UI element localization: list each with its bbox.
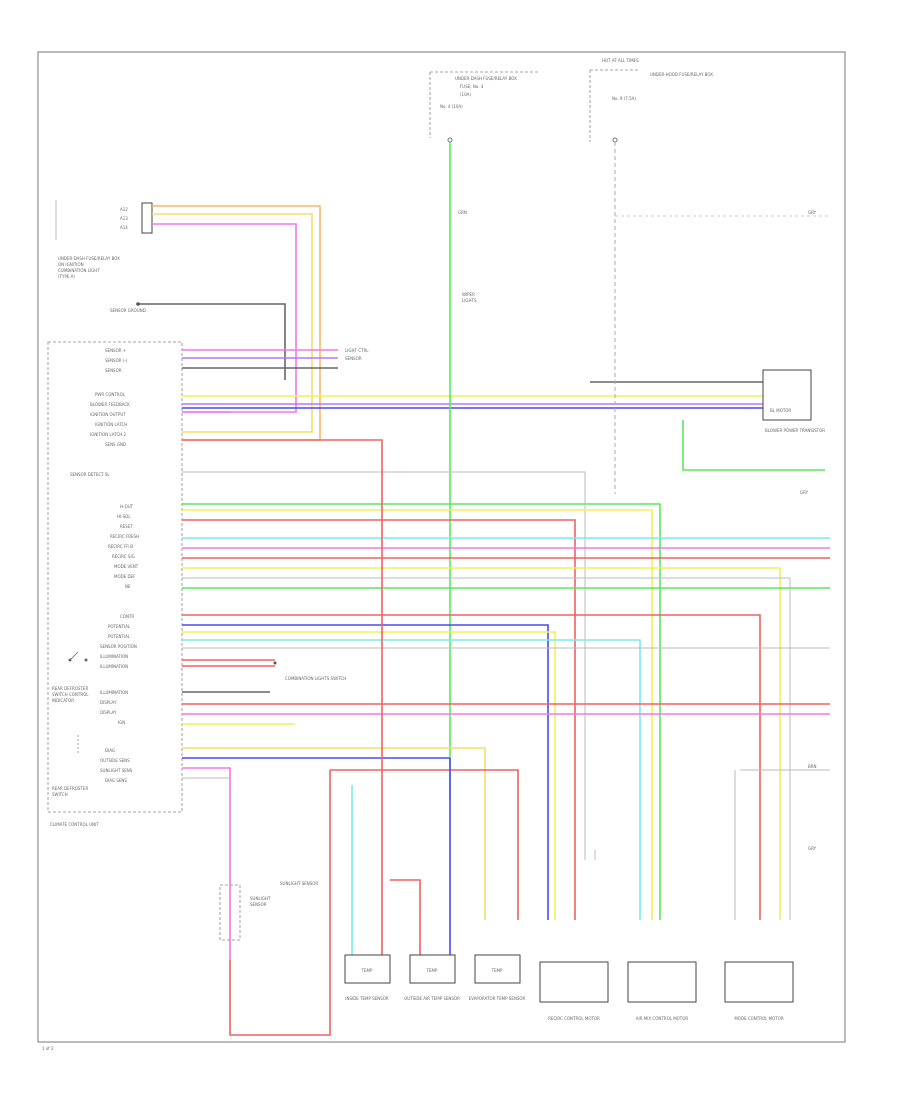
- svg-text:SENSOR DETECT SL: SENSOR DETECT SL: [70, 472, 110, 477]
- svg-text:CLIMATE CONTROL UNIT: CLIMATE CONTROL UNIT: [50, 822, 99, 827]
- climate-control-unit-box: [47, 341, 183, 813]
- diagram-frame: [37, 51, 846, 1043]
- svg-text:SENSOR: SENSOR: [345, 356, 362, 361]
- svg-text:A13: A13: [120, 216, 128, 221]
- svg-text:SENSOR: SENSOR: [105, 368, 122, 373]
- svg-text:SENS GND: SENS GND: [105, 442, 126, 447]
- svg-text:POTENTIAL: POTENTIAL: [108, 624, 131, 629]
- svg-text:H-OUT: H-OUT: [120, 504, 134, 509]
- svg-text:MODE VENT: MODE VENT: [114, 564, 139, 569]
- svg-text:MODE DEF: MODE DEF: [114, 574, 136, 579]
- svg-text:A12: A12: [120, 207, 128, 212]
- svg-text:PWR CONTROL: PWR CONTROL: [95, 392, 126, 397]
- svg-text:ILLUMINATION: ILLUMINATION: [100, 664, 128, 669]
- svg-text:BLOWER POWER TRANSISTOR: BLOWER POWER TRANSISTOR: [765, 428, 825, 433]
- svg-text:RECIRC FRESH: RECIRC FRESH: [110, 534, 139, 539]
- svg-text:WIPER: WIPER: [462, 292, 475, 297]
- climate-unit-switch: REAR DEFROSTER SWITCH CONTROL INDICATOR …: [52, 651, 89, 797]
- svg-text:SUNLIGHT SENS: SUNLIGHT SENS: [100, 768, 133, 773]
- climate-unit-pin-labels: SENSOR + SENSOR (-) SENSOR PWR CONTROL B…: [50, 348, 139, 827]
- svg-text:SENSOR: SENSOR: [250, 902, 267, 907]
- svg-text:TEMP: TEMP: [491, 968, 503, 973]
- svg-text:COMBINATION LIGHT: COMBINATION LIGHT: [58, 268, 100, 273]
- top-left-connector: A12 A13 A14 UNDER-DASH FUSE/RELAY BOX ON…: [55, 200, 153, 279]
- svg-text:REAR DEFROSTER: REAR DEFROSTER: [52, 686, 88, 691]
- svg-text:FUSE: No. 4: FUSE: No. 4: [460, 84, 484, 89]
- svg-text:DIAG SENS: DIAG SENS: [105, 778, 127, 783]
- svg-text:GRN: GRN: [458, 210, 467, 215]
- svg-text:(TYPE A): (TYPE A): [58, 274, 75, 279]
- svg-text:LIGHTS: LIGHTS: [462, 298, 477, 303]
- svg-text:SENSOR GROUND: SENSOR GROUND: [110, 308, 146, 313]
- svg-text:SENSOR POSITION: SENSOR POSITION: [100, 644, 137, 649]
- svg-text:SUNLIGHT SENSOR: SUNLIGHT SENSOR: [280, 881, 318, 886]
- svg-text:IGNITION LATCH: IGNITION LATCH: [95, 422, 127, 427]
- svg-text:EVAPORATOR TEMP SENSOR: EVAPORATOR TEMP SENSOR: [469, 996, 526, 1001]
- svg-text:IGN: IGN: [118, 720, 125, 725]
- svg-text:RECIRC CONTROL MOTOR: RECIRC CONTROL MOTOR: [548, 1016, 600, 1021]
- svg-text:(10A): (10A): [460, 92, 471, 97]
- sunlight-sensor: SUNLIGHT SENSOR SUNLIGHT SENSOR: [219, 881, 318, 941]
- svg-text:UNDER-DASH FUSE/RELAY BOX: UNDER-DASH FUSE/RELAY BOX: [455, 76, 517, 81]
- svg-text:NE: NE: [125, 584, 131, 589]
- svg-text:UNDER-HOOD FUSE/RELAY BOX: UNDER-HOOD FUSE/RELAY BOX: [650, 72, 713, 77]
- fuse-box-top-right: HOT AT ALL TIMES UNDER-HOOD FUSE/RELAY B…: [589, 58, 713, 143]
- svg-text:SUNLIGHT: SUNLIGHT: [250, 896, 271, 901]
- svg-text:RESET: RESET: [120, 524, 133, 529]
- svg-text:DISPLAY: DISPLAY: [100, 710, 117, 715]
- svg-text:BL MOTOR: BL MOTOR: [770, 408, 791, 413]
- svg-text:COMBINATION LIGHTS SWITCH: COMBINATION LIGHTS SWITCH: [285, 676, 346, 681]
- svg-text:ILLUMINATION: ILLUMINATION: [100, 654, 128, 659]
- svg-text:SENSOR +: SENSOR +: [105, 348, 126, 353]
- svg-text:RECIRC SIG: RECIRC SIG: [112, 554, 135, 559]
- svg-text:UNDER-DASH FUSE/RELAY BOX: UNDER-DASH FUSE/RELAY BOX: [58, 256, 120, 261]
- svg-text:SWITCH CONTROL: SWITCH CONTROL: [52, 692, 89, 697]
- svg-text:MODE CONTROL MOTOR: MODE CONTROL MOTOR: [734, 1016, 783, 1021]
- svg-text:A14: A14: [120, 225, 128, 230]
- svg-text:TEMP: TEMP: [426, 968, 438, 973]
- svg-text:No. 4 (10A): No. 4 (10A): [440, 104, 463, 109]
- svg-text:GRY: GRY: [808, 846, 817, 851]
- svg-text:IGNITION LATCH 2: IGNITION LATCH 2: [90, 432, 127, 437]
- svg-text:OUTSIDE AIR TEMP SENSOR: OUTSIDE AIR TEMP SENSOR: [404, 996, 460, 1001]
- svg-text:GRY: GRY: [800, 490, 809, 495]
- svg-text:REAR DEFROSTER: REAR DEFROSTER: [52, 786, 88, 791]
- svg-text:GRY: GRY: [808, 210, 817, 215]
- page-footer: 1 of 2: [42, 1046, 54, 1051]
- fuse-box-top-center: UNDER-DASH FUSE/RELAY BOX FUSE: No. 4 (1…: [429, 71, 540, 143]
- svg-text:No. 9 (7.5A): No. 9 (7.5A): [612, 96, 636, 101]
- svg-text:BRN: BRN: [808, 764, 817, 769]
- svg-text:TEMP: TEMP: [361, 968, 373, 973]
- motor-recirc: RECIRC CONTROL MOTOR: [539, 961, 609, 1021]
- motor-air-mix: AIR MIX CONTROL MOTOR: [627, 961, 697, 1021]
- svg-text:OUTSIDE SENS: OUTSIDE SENS: [100, 758, 130, 763]
- svg-text:HOT AT ALL TIMES: HOT AT ALL TIMES: [602, 58, 639, 63]
- svg-text:SENSOR (-): SENSOR (-): [105, 358, 128, 363]
- svg-text:RECIRC FR B: RECIRC FR B: [108, 544, 133, 549]
- svg-text:DISPLAY: DISPLAY: [100, 700, 117, 705]
- svg-text:LIGHT CTRL: LIGHT CTRL: [345, 348, 369, 353]
- sensor-evaporator-temp: TEMP EVAPORATOR TEMP SENSOR: [469, 954, 526, 1001]
- svg-text:BLOWER FEEDBACK: BLOWER FEEDBACK: [90, 402, 130, 407]
- svg-text:HI-SOL: HI-SOL: [117, 514, 131, 519]
- svg-text:POTENTIAL: POTENTIAL: [108, 634, 131, 639]
- svg-text:DIAG: DIAG: [105, 748, 115, 753]
- svg-text:ILLUMINATION: ILLUMINATION: [100, 690, 128, 695]
- svg-text:INSIDE TEMP SENSOR: INSIDE TEMP SENSOR: [345, 996, 389, 1001]
- svg-text:IGNITION OUTPUT: IGNITION OUTPUT: [90, 412, 126, 417]
- svg-text:AIR MIX CONTROL MOTOR: AIR MIX CONTROL MOTOR: [636, 1016, 689, 1021]
- svg-text:ON IGNITION: ON IGNITION: [58, 262, 84, 267]
- svg-text:SWITCH: SWITCH: [52, 792, 68, 797]
- svg-text:CONTR: CONTR: [120, 614, 134, 619]
- sensor-inside-temp: TEMP INSIDE TEMP SENSOR: [344, 954, 391, 1001]
- svg-text:INDICATOR: INDICATOR: [52, 698, 74, 703]
- blower-transistor-box: [762, 369, 812, 421]
- sensor-outside-temp: TEMP OUTSIDE AIR TEMP SENSOR: [404, 954, 460, 1001]
- motor-mode: MODE CONTROL MOTOR: [724, 961, 794, 1021]
